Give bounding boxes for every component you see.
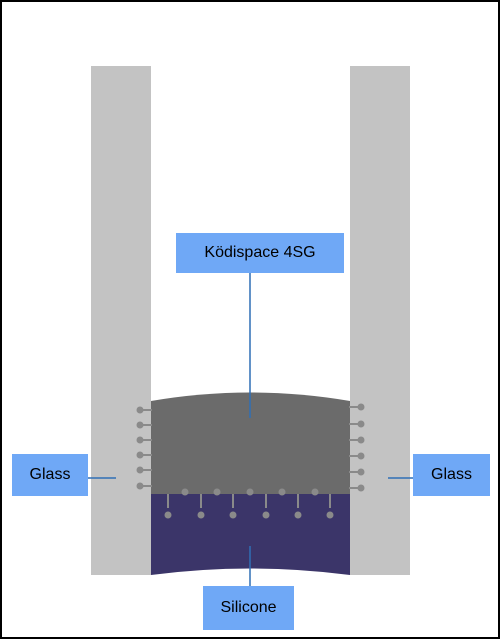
anchor-pin-bottom-6 <box>246 488 254 496</box>
anchor-pin-left-5 <box>136 466 152 474</box>
anchor-pin-bottom-9 <box>294 494 302 519</box>
glass-pane-right <box>350 66 410 575</box>
anchor-pin-left-3 <box>136 436 152 444</box>
spacer-body <box>151 392 350 494</box>
label-glass-right: Glass <box>413 454 490 496</box>
anchor-pin-bottom-11 <box>326 494 334 519</box>
anchor-pin-bottom-7 <box>262 494 270 519</box>
label-kodispace-4sg: Ködispace 4SG <box>176 233 344 273</box>
anchor-pin-bottom-3 <box>197 494 205 519</box>
anchor-pin-right-2 <box>349 420 365 428</box>
anchor-pin-bottom-1 <box>164 494 172 519</box>
label-glass-left: Glass <box>12 454 88 496</box>
anchor-pin-left-1 <box>136 406 152 414</box>
label-silicone: Silicone <box>203 586 294 630</box>
anchor-pin-bottom-2 <box>181 488 189 496</box>
anchor-pins <box>136 403 365 519</box>
anchor-pin-left-4 <box>136 451 152 459</box>
anchor-pin-bottom-5 <box>229 494 237 519</box>
anchor-pin-right-4 <box>349 452 365 460</box>
anchor-pin-bottom-4 <box>213 488 221 496</box>
glass-pane-left <box>91 66 151 575</box>
anchor-pin-left-2 <box>136 421 152 429</box>
anchor-pin-left-6 <box>136 482 152 490</box>
anchor-pin-bottom-8 <box>278 488 286 496</box>
anchor-pin-bottom-10 <box>311 488 319 496</box>
anchor-pin-right-3 <box>349 436 365 444</box>
anchor-pin-right-5 <box>349 468 365 476</box>
anchor-pin-right-6 <box>349 484 365 492</box>
anchor-pin-right-1 <box>349 403 365 411</box>
